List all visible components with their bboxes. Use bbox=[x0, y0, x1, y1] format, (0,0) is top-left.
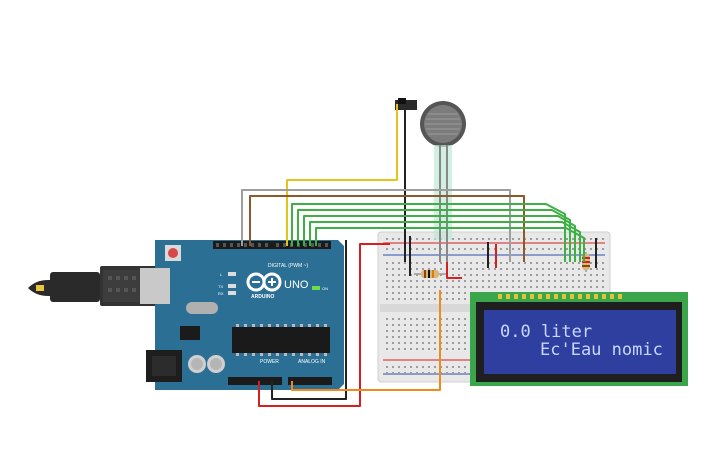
atmega-chip bbox=[232, 327, 330, 353]
on-led bbox=[312, 286, 320, 290]
wire-green-3[interactable] bbox=[303, 215, 576, 262]
on-led-label: ON bbox=[322, 286, 328, 291]
tx-led bbox=[228, 284, 236, 288]
l-led-label: L bbox=[220, 272, 223, 277]
rx-led bbox=[228, 291, 236, 295]
wire-yellow[interactable] bbox=[286, 104, 398, 246]
power-header bbox=[228, 377, 282, 385]
arduino-pcb bbox=[155, 240, 344, 390]
rx-led-label: RX bbox=[218, 291, 224, 296]
force-sensor[interactable] bbox=[420, 101, 466, 262]
l-led bbox=[228, 272, 236, 276]
power-label: POWER bbox=[260, 359, 279, 365]
fsr-tail bbox=[434, 145, 452, 240]
wire-green-2[interactable] bbox=[297, 209, 571, 262]
wire-orange-a0[interactable] bbox=[291, 290, 441, 391]
wire-red-5v[interactable] bbox=[258, 243, 390, 407]
wire-green-4[interactable] bbox=[309, 221, 581, 262]
icsp-header bbox=[180, 326, 200, 340]
slide-switch[interactable] bbox=[395, 98, 417, 110]
digital-header bbox=[213, 241, 331, 249]
arduino-uno-board[interactable]: DIGITAL (PWM ~) L TX RX UNO ARDUINO ON bbox=[140, 240, 344, 390]
crystal bbox=[186, 302, 218, 314]
wire-green-1[interactable] bbox=[291, 203, 566, 262]
usb-port bbox=[140, 268, 170, 304]
tx-led-label: TX bbox=[218, 284, 223, 289]
arduino-logo-icon bbox=[246, 272, 282, 292]
digital-label: DIGITAL (PWM ~) bbox=[268, 263, 308, 269]
wire-black-gnd[interactable] bbox=[271, 240, 347, 400]
uno-label: UNO bbox=[284, 279, 309, 291]
analog-label: ANALOG IN bbox=[298, 359, 326, 365]
lcd-line-1: 0.0 liter bbox=[500, 322, 592, 342]
lcd-line-2: Ec'Eau nomic bbox=[540, 340, 663, 360]
wire-red-top[interactable] bbox=[446, 262, 462, 279]
arduino-brand: ARDUINO bbox=[251, 294, 274, 300]
resistor-1[interactable] bbox=[414, 270, 446, 278]
wire-green-5[interactable] bbox=[315, 227, 585, 262]
lcd-display[interactable]: 0.0 liter Ec'Eau nomic bbox=[470, 292, 688, 386]
wire-gray[interactable] bbox=[241, 189, 511, 262]
analog-header bbox=[288, 377, 332, 385]
lcd-screen bbox=[484, 310, 676, 374]
